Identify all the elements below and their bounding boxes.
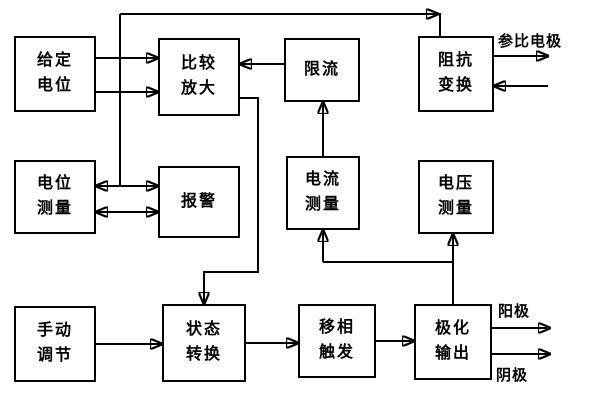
box-impedance-transform: 阻抗 变换 xyxy=(418,36,494,112)
box-alarm: 报警 xyxy=(158,166,240,238)
box-compare-amplify: 比较 放大 xyxy=(158,38,240,116)
box-polarization-output: 极化 输出 xyxy=(414,304,492,380)
connector-feedback-drop xyxy=(438,13,441,36)
box-phase-trigger: 移相 触发 xyxy=(298,304,376,378)
box-current-limit: 限流 xyxy=(284,38,360,102)
label-reference-electrode: 参比电极 xyxy=(498,33,563,50)
label-anode: 阳极 xyxy=(498,303,531,320)
box-potential-measure: 电位 测量 xyxy=(14,160,96,234)
box-state-convert: 状态 转换 xyxy=(162,304,246,382)
label-cathode: 阴极 xyxy=(496,367,529,384)
connector-amplifier-to-state xyxy=(204,97,259,304)
box-current-measure: 电流 测量 xyxy=(286,156,360,230)
box-given-potential: 给定 电位 xyxy=(14,36,96,112)
box-voltage-measure: 电压 测量 xyxy=(418,160,494,234)
box-manual-adjust: 手动 调节 xyxy=(14,306,96,382)
